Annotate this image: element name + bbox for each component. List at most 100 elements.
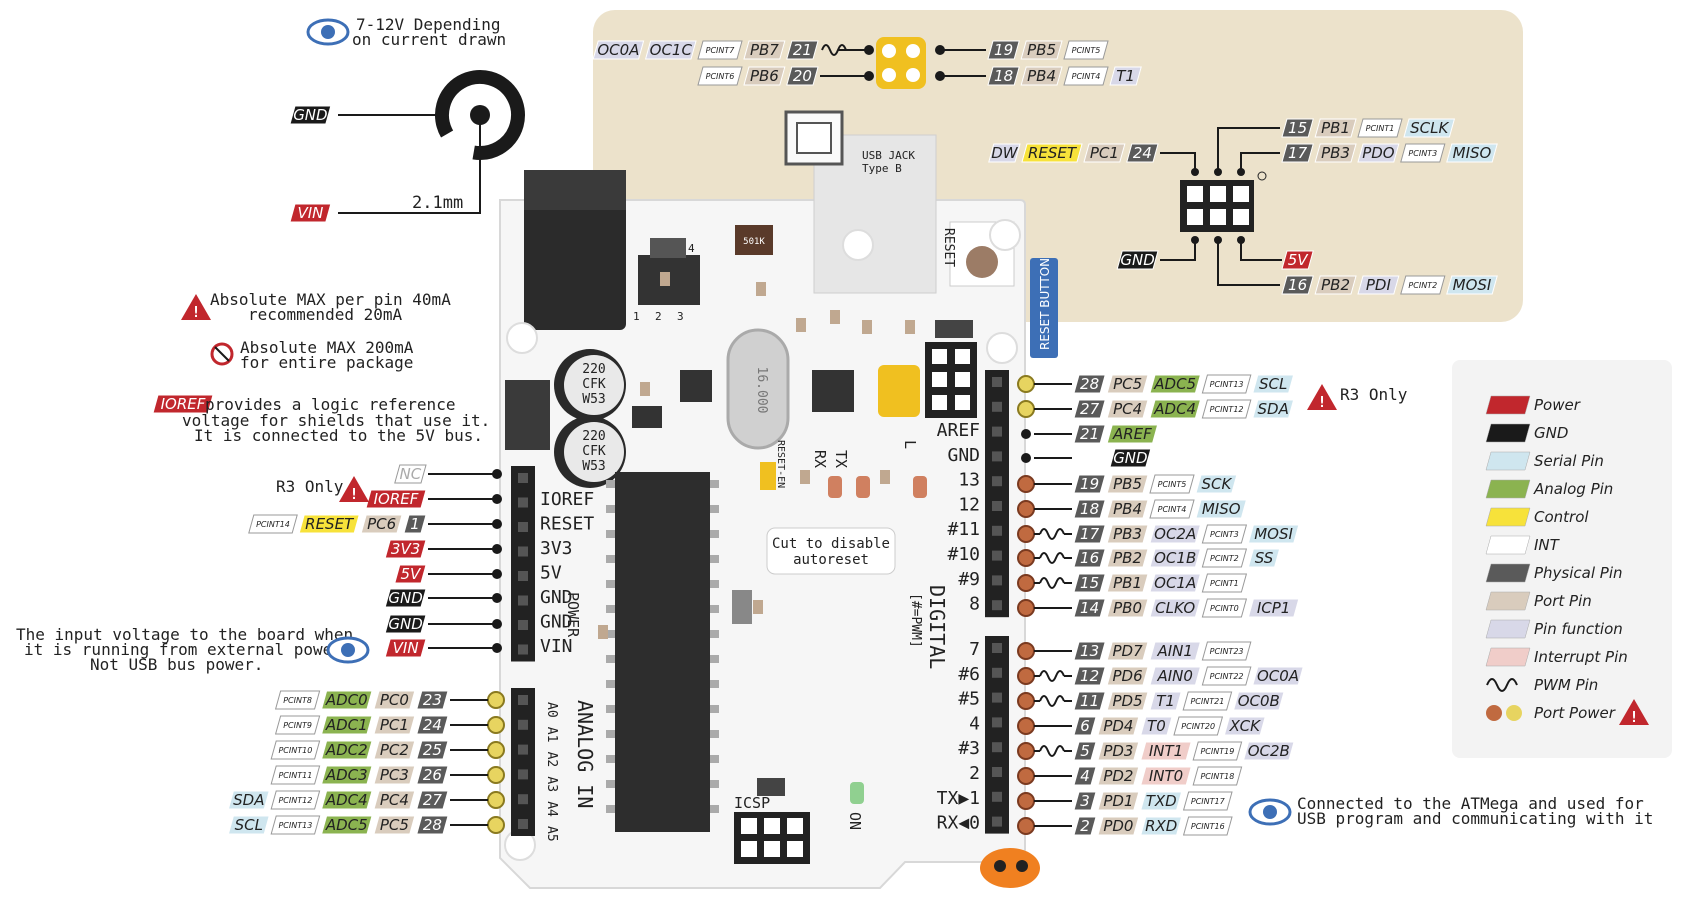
usb-jumper-hole [906,68,920,82]
warning-icon-maxpin-mark: ! [191,303,200,321]
chip-leg-left [606,655,615,663]
power-header-pin [518,522,528,532]
analog-pin-0-1-label: PC0 [380,691,409,709]
icsp-reset-0-label: 24 [1133,144,1152,162]
icsp-sclk-3-label: SCLK [1410,119,1449,137]
digital-bottom-dot-2 [1018,693,1034,709]
icsp-mosi-0-label: 16 [1288,276,1307,294]
legend-port-power-swatch-a [1486,705,1502,721]
autoreset-note-2: autoreset [793,552,869,568]
digital-top-pin-0-3-label: PCINT13 [1210,380,1244,389]
usb-right-0-2-label: PCINT5 [1072,46,1101,55]
tx-led-label: TX [832,450,850,468]
eye-icon-usb-pupil [1263,805,1277,819]
logo [980,848,1040,888]
warning-icon-r3-right-mark: ! [1317,393,1326,411]
legend-swatch-7 [1486,592,1530,610]
digital-bottom-pin-4-2-label: INT1 [1149,742,1183,760]
chip-leg-left [606,505,615,513]
icsp-miso-3-label: PCINT3 [1408,149,1437,158]
icsp-top-pin [1210,209,1226,225]
rx-led-label: RX [811,450,829,468]
digital-header-bottom-pin [992,693,1002,703]
chip-leg-right [710,630,719,638]
analog-header [511,688,535,836]
power-header-pin [518,645,528,655]
digital-bottom-pin-0-0-label: 13 [1080,642,1099,660]
analog-pin-dot-2 [488,742,504,758]
digital-top-pin-7-0-label: 16 [1080,549,1099,567]
led-2 [913,476,927,498]
analog-pin-5-3-label: PCINT13 [278,821,312,830]
analog-pin-4-2-label: ADC4 [325,791,368,809]
reset-en-jumper [760,462,776,490]
icsp2-pin [932,372,947,387]
icsp-reset-3-label: DW [991,144,1019,162]
legend-warning-mark: ! [1629,708,1638,726]
digital-bottom-pin-0-2-label: AIN1 [1156,642,1192,660]
analog-header-label-1: A1 [544,727,559,743]
chip-leg-right [710,730,719,738]
chip-leg-right [710,605,719,613]
usb-right-0-0-label: 19 [994,41,1013,59]
digital-top-pin-5-2-label: PCINT4 [1158,505,1187,514]
on-label: ON [846,812,864,830]
digital-header-bottom-pin [992,817,1002,827]
chip-leg-left [606,805,615,813]
capacitor-label-0-0: 220 [582,362,605,377]
digital-top-pin-9-1-label: PB0 [1113,599,1142,617]
digital-top-pin-2-0-label: 21 [1080,425,1099,443]
digital-bottom-label-3: 4 [969,713,980,734]
analog-header-label-5: A5 [544,826,559,842]
smd-part-4 [862,320,872,334]
icsp-gnd-0-label: GND [1120,251,1154,269]
legend-label-4: Control [1534,508,1589,526]
legend-swatch-6 [1486,564,1530,582]
smd-part-0 [660,272,670,286]
digital-bottom-pin-0-1-label: PD7 [1113,642,1144,660]
smd-part-grey [732,590,752,624]
digital-bottom-pin-7-3-label: PCINT16 [1191,822,1225,831]
digital-top-pin-5-1-label: PB4 [1113,500,1142,518]
analog-pin-2-3-label: PCINT10 [278,746,312,755]
digital-top-pin-5-0-label: 18 [1080,500,1099,518]
digital-top-pin-1-2-label: ADC4 [1153,400,1196,418]
jack-vin-label: VIN [297,204,323,222]
usb-chip [812,370,854,412]
analog-pin-dot-5 [488,817,504,833]
legend-label-2: Serial Pin [1534,452,1604,470]
usb-jumper-hole [882,68,896,82]
digital-bottom-pin-2-4-label: OC0B [1238,692,1280,710]
digital-header-bottom [985,636,1009,834]
digital-top-pin-1-1-label: PC4 [1113,400,1142,418]
warning-icon-r3-left-mark: ! [349,485,358,503]
digital-top-pin-6-0-label: 17 [1080,525,1100,543]
jack-size-label: 2.1mm [412,193,463,213]
digital-top-pin-1-0-label: 27 [1080,400,1100,418]
mounting-hole-0 [507,323,537,353]
digital-top-pin-0-2-label: ADC5 [1153,375,1196,393]
logo-eye-left [994,860,1006,872]
digital-bottom-pin-4-4-label: OC2B [1248,742,1290,760]
digital-top-pin-7-3-label: PCINT2 [1210,554,1239,563]
analog-pin-0-2-label: ADC0 [325,691,368,709]
pwm-wave-b-1 [1040,671,1064,681]
icsp-mosi-4-label: MOSI [1453,276,1492,294]
reg-pin-4: 4 [688,242,695,255]
digital-bottom-pin-5-1-label: PD2 [1103,767,1133,785]
digital-bottom-pin-2-1-label: PD5 [1113,692,1143,710]
chip-leg-right [710,805,719,813]
digital-bottom-pin-3-0-label: 6 [1080,717,1090,735]
reset-button[interactable] [966,246,998,278]
digital-pin-dot-7 [1018,550,1034,566]
digital-bottom-label-0: 7 [969,639,980,660]
digital-bottom-pin-6-1-label: PD1 [1103,792,1133,810]
icsp-pin [741,818,757,834]
usb-port-inner [797,123,831,153]
analog-pin-0-3-label: PCINT8 [283,696,312,705]
digital-header-top-pin [992,427,1002,437]
digital-top-label-5: #10 [947,544,980,565]
legend-label-10: PWM Pin [1534,676,1598,694]
digital-header-top-pin [992,451,1002,461]
autoreset-note-1: Cut to disable [772,536,890,552]
